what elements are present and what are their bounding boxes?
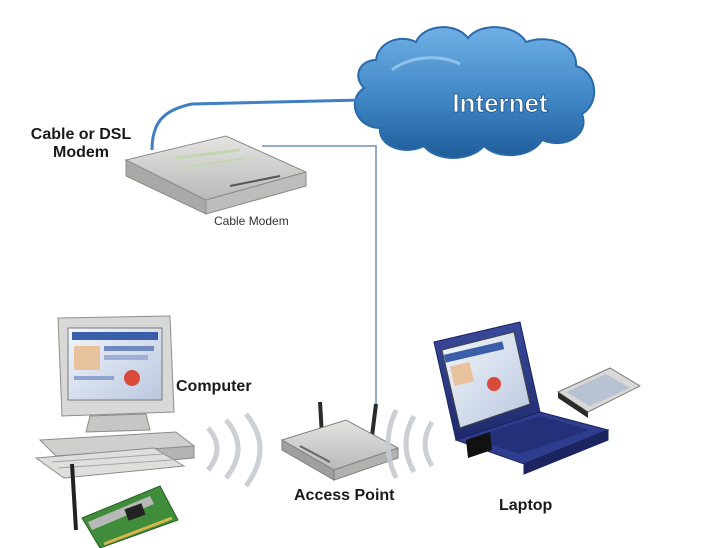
internet-label: Internet — [452, 88, 548, 118]
modem-to-internet-cable — [152, 100, 362, 150]
access-point-label: Access Point — [294, 487, 394, 505]
modem-heading-line1: Cable or DSL — [22, 126, 140, 144]
access-point-wireless-waves — [388, 410, 432, 478]
computer-wireless-waves — [208, 414, 260, 486]
pc-card-icon — [558, 368, 640, 418]
cable-modem-caption: Cable Modem — [214, 214, 289, 228]
laptop-label: Laptop — [499, 497, 552, 515]
modem-heading-line2: Modem — [22, 144, 140, 162]
computer-label: Computer — [176, 378, 252, 396]
pci-wireless-card-icon — [72, 464, 178, 548]
modem-heading: Cable or DSL Modem — [22, 126, 140, 162]
access-point-icon — [282, 402, 398, 480]
internet-cloud-icon: Internet — [355, 27, 594, 158]
computer-icon — [36, 316, 194, 478]
